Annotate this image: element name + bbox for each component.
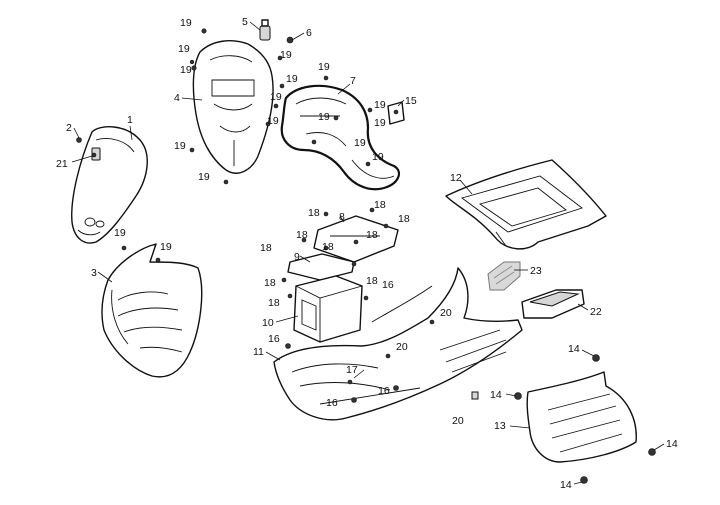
callout-19-e: 19	[286, 73, 298, 85]
callout-1: 1	[127, 114, 133, 126]
callout-18-j: 18	[268, 297, 280, 309]
callout-18-g: 18	[366, 229, 378, 241]
part-1-front-shield	[71, 126, 148, 244]
callout-9: 9	[294, 251, 300, 263]
part-5-clip	[259, 19, 271, 41]
callout-2: 2	[66, 122, 72, 134]
callout-20-a: 20	[440, 307, 452, 319]
callout-18-b: 18	[374, 199, 386, 211]
callout-10: 10	[262, 317, 274, 329]
callout-19-o: 19	[372, 151, 384, 163]
callout-19-q: 19	[160, 241, 172, 253]
callout-3: 3	[91, 267, 97, 279]
callout-8: 8	[339, 211, 345, 223]
callout-7: 7	[350, 75, 356, 87]
callout-19-a: 19	[180, 17, 192, 29]
callout-23: 23	[530, 265, 542, 277]
part-10-battery-box	[293, 275, 363, 343]
callout-18-a: 18	[308, 207, 320, 219]
callout-12: 12	[450, 172, 462, 184]
part-12-rear-tray	[445, 159, 607, 250]
callout-14-b: 14	[490, 389, 502, 401]
callout-19-i: 19	[198, 171, 210, 183]
part-21-clip	[91, 152, 97, 158]
callout-19-c: 19	[180, 64, 192, 76]
callout-21: 21	[56, 158, 68, 170]
callout-17: 17	[346, 364, 358, 376]
callout-14-a: 14	[568, 343, 580, 355]
callout-16-c: 16	[326, 397, 338, 409]
callout-18-d: 18	[296, 229, 308, 241]
callout-19-l: 19	[374, 99, 386, 111]
callout-18-f: 18	[322, 241, 334, 253]
callout-labels: 1 2 3 4 5 6 7 8 9 10 11 12 13 14 14 14 1…	[56, 16, 678, 491]
callout-19-d: 19	[280, 49, 292, 61]
callout-19-b: 19	[178, 43, 190, 55]
part-8-plate	[313, 215, 399, 263]
callout-14-c: 14	[666, 438, 678, 450]
part-3-inner-leg-shield	[101, 243, 203, 378]
part-9-bracket	[287, 253, 355, 281]
callout-18-c: 18	[398, 213, 410, 225]
callout-19-k: 19	[318, 111, 330, 123]
callout-13: 13	[494, 420, 506, 432]
callout-16-d: 16	[378, 385, 390, 397]
part-6-nut	[286, 36, 294, 44]
callout-22: 22	[590, 306, 602, 318]
callout-16-b: 16	[268, 333, 280, 345]
part-13-rear-lower-cover	[526, 371, 637, 463]
part-15-bracket	[387, 101, 405, 125]
callout-19-g: 19	[267, 115, 279, 127]
callout-14-d: 14	[560, 479, 572, 491]
callout-19-p: 19	[114, 227, 126, 239]
part-4-inner-cover	[192, 40, 274, 174]
callout-20-b: 20	[396, 341, 408, 353]
callout-18-i: 18	[264, 277, 276, 289]
callout-19-f: 19	[270, 91, 282, 103]
leader-lines	[71, 21, 665, 485]
part-22-footrest	[521, 289, 585, 319]
callout-18-e: 18	[260, 242, 272, 254]
callout-5: 5	[242, 16, 248, 28]
callout-15: 15	[405, 95, 417, 107]
callout-19-h: 19	[174, 140, 186, 152]
callout-20-c: 20	[452, 415, 464, 427]
callout-18-h: 18	[366, 275, 378, 287]
callout-16-a: 16	[382, 279, 394, 291]
part-2-screw	[76, 137, 82, 143]
callout-19-n: 19	[354, 137, 366, 149]
callout-11: 11	[253, 346, 264, 358]
callout-19-j: 19	[318, 61, 330, 73]
part-23-grille	[487, 261, 521, 291]
callout-19-m: 19	[374, 117, 386, 129]
callout-4: 4	[174, 92, 180, 104]
callout-6: 6	[306, 27, 312, 39]
part-11-floor-panel	[273, 267, 523, 421]
fasteners	[121, 28, 656, 484]
